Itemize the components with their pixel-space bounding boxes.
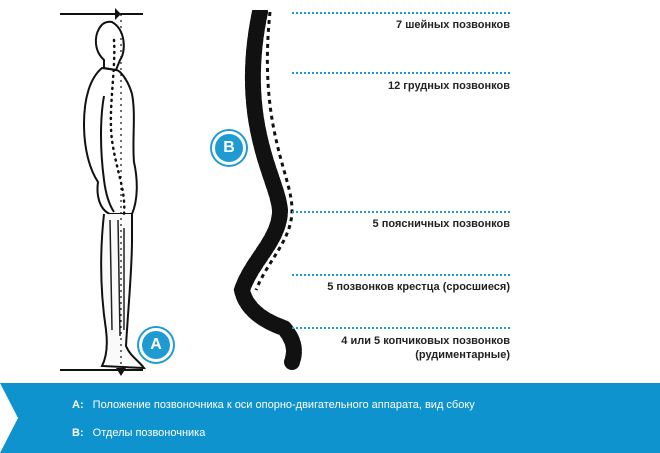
spine-illustration [233,10,302,370]
legend-text-b: Отделы позвоночника [92,427,206,439]
legend-notch [0,383,18,453]
badge-b: B [212,131,246,165]
leader-cervical [292,12,510,14]
leader-coccygeal [292,327,510,329]
body-side-view-illustration [60,8,147,376]
legend-row-b: B: Отделы позвоночника [72,427,205,439]
label-cervical: 7 шейных позвонков [396,19,510,31]
legend-band: A: Положение позвоночника к оси опорно-д… [0,383,660,453]
leader-lumbar [292,211,510,213]
label-coccygeal: 4 или 5 копчиковых позвонков (рудиментар… [341,335,510,361]
legend-key-a: A: [72,399,84,411]
legend-text-a: Положение позвоночника к оси опорно-двиг… [92,399,475,411]
leader-sacral [292,274,510,276]
legend-row-a: A: Положение позвоночника к оси опорно-д… [72,399,475,411]
leader-thoracic [292,72,510,74]
label-lumbar: 5 поясничных позвонков [372,218,510,230]
label-thoracic: 12 грудных позвонков [388,80,510,92]
legend-key-b: B: [72,427,84,439]
badge-a: A [139,328,173,362]
label-sacral: 5 позвонков крестца (сросшиеся) [327,281,510,293]
